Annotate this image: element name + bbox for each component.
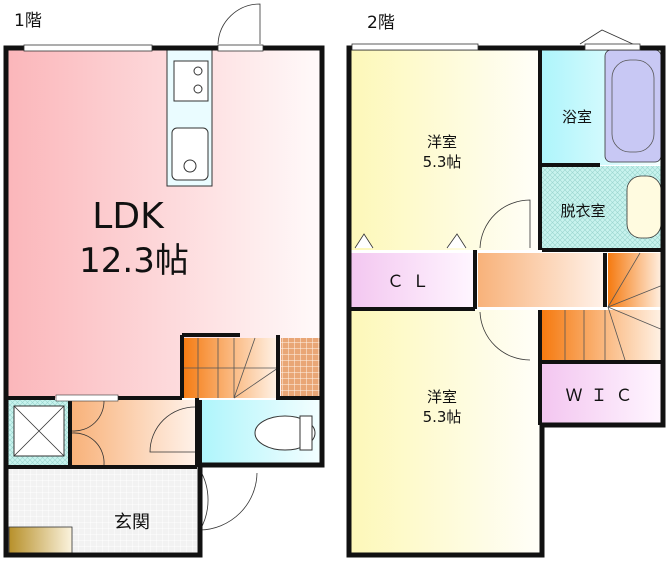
ldk-label: LDK — [92, 196, 165, 237]
closet-label: ＣＬ — [387, 272, 437, 292]
washbasin-icon — [626, 175, 662, 239]
entrance-label: 玄関 — [114, 512, 150, 533]
bath-label: 浴室 — [562, 108, 592, 126]
dressing-label: 脱衣室 — [560, 202, 605, 220]
walk-in-closet — [542, 363, 663, 425]
under-stairs-storage — [281, 338, 322, 398]
window — [23, 44, 153, 52]
floor1-title: 1階 — [14, 11, 42, 31]
bathtub-icon — [604, 49, 662, 163]
back-door — [217, 3, 261, 45]
hallway-2f — [478, 253, 605, 307]
floor2-title: 2階 — [367, 13, 395, 33]
stove-icon — [173, 60, 209, 102]
stairs-2f-lower — [542, 310, 663, 360]
room1-size: 5.3帖 — [423, 153, 462, 171]
floor1-plan — [3, 3, 325, 558]
shoe-box — [8, 526, 73, 555]
front-door — [199, 472, 258, 531]
stairs-2f-upper — [608, 253, 663, 307]
floor2-plan — [346, 29, 666, 558]
room2-name: 洋室 — [427, 388, 457, 406]
western-room-2 — [349, 310, 540, 555]
room2-size: 5.3帖 — [423, 408, 462, 426]
ldk-size: 12.3帖 — [79, 241, 189, 281]
closet-cl — [349, 253, 475, 307]
wic-label: ＷＩＣ — [566, 386, 641, 406]
sink-icon — [171, 127, 209, 181]
room1-name: 洋室 — [427, 133, 457, 151]
western-room-1 — [349, 48, 540, 250]
